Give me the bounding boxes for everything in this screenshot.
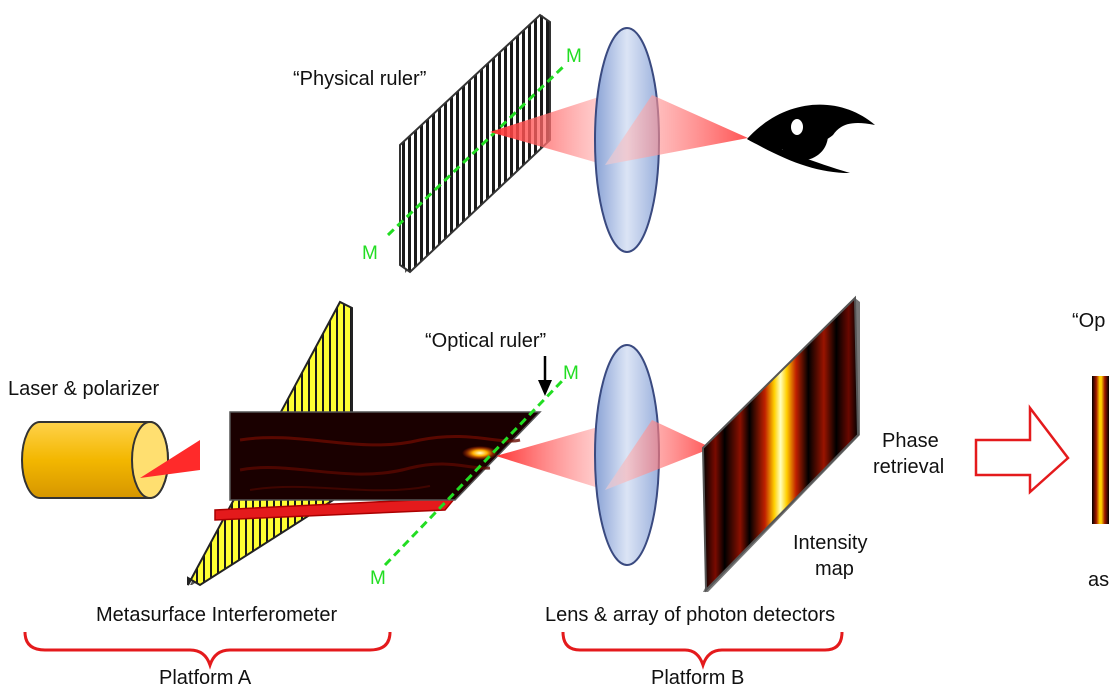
metasurface-label: Metasurface Interferometer	[96, 604, 338, 626]
red-base-plate	[214, 497, 457, 521]
optical-ruler-label: “Optical ruler”	[425, 330, 547, 352]
physical-ruler-grating	[399, 13, 551, 274]
m-label-bottom-right: M	[563, 363, 579, 384]
laser-beam	[140, 440, 200, 478]
physical-ruler-label: “Physical ruler”	[293, 68, 427, 90]
m-line-top	[386, 63, 567, 237]
laser-cylinder	[21, 421, 169, 499]
retrieval-label: retrieval	[873, 456, 945, 478]
m-label-top-left: M	[362, 243, 378, 264]
field-plate	[229, 411, 542, 501]
intensity-map-detector	[701, 295, 860, 593]
optical-ruler-cut-label: “Op	[1072, 310, 1106, 332]
eye-icon	[747, 104, 875, 173]
beam-top-right	[605, 95, 748, 165]
phase-label: Phase	[882, 430, 939, 452]
partial-optical-ruler	[1092, 376, 1109, 524]
m-line-bottom	[383, 378, 565, 567]
beam-top-left	[490, 95, 605, 165]
platform-b-bracket	[561, 631, 844, 670]
platform-a-bracket	[23, 631, 392, 670]
as-cut-label: as	[1088, 569, 1109, 591]
intensity-label: Intensity	[793, 532, 868, 554]
arrow-right-outline-icon	[974, 404, 1070, 495]
lens-array-label: Lens & array of photon detectors	[545, 604, 836, 626]
map-label: map	[815, 558, 854, 580]
laser-label: Laser & polarizer	[8, 378, 160, 400]
m-label-top-right: M	[566, 46, 582, 67]
m-label-bottom-left: M	[370, 568, 386, 589]
platform-a-label: Platform A	[159, 667, 252, 689]
arrow-down-icon	[538, 356, 552, 396]
platform-b-label: Platform B	[651, 667, 745, 689]
beam-bottom-right	[605, 420, 712, 490]
beam-bottom-left	[496, 425, 605, 490]
